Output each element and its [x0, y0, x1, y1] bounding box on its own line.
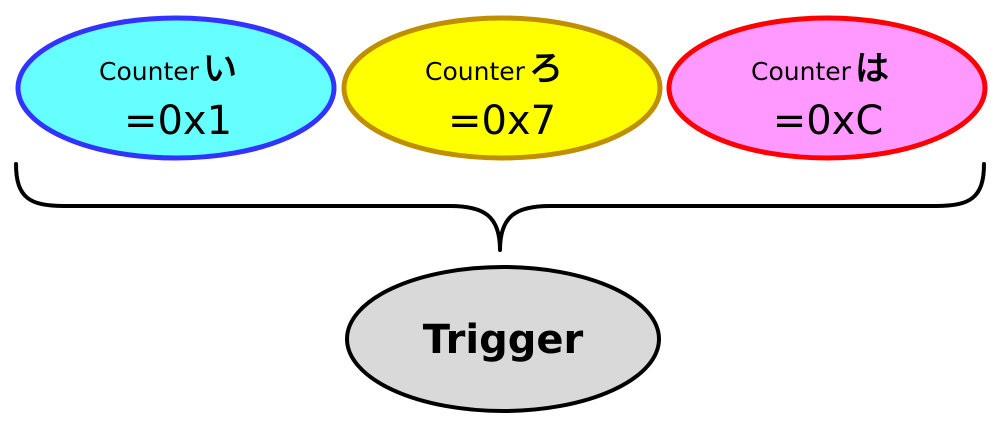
grouping-brace — [14, 162, 986, 252]
trigger-node: Trigger — [345, 265, 661, 413]
trigger-ellipse — [345, 265, 661, 413]
trigger-label: Trigger — [423, 317, 584, 363]
counter-1-ellipse — [15, 15, 337, 161]
counter-1-value: =0x1 — [124, 98, 232, 144]
counter-3-value: =0xC — [773, 98, 884, 144]
counter-3-ellipse — [666, 15, 988, 161]
counter-2-ellipse — [341, 15, 663, 161]
counter-2-value: =0x7 — [448, 98, 556, 144]
